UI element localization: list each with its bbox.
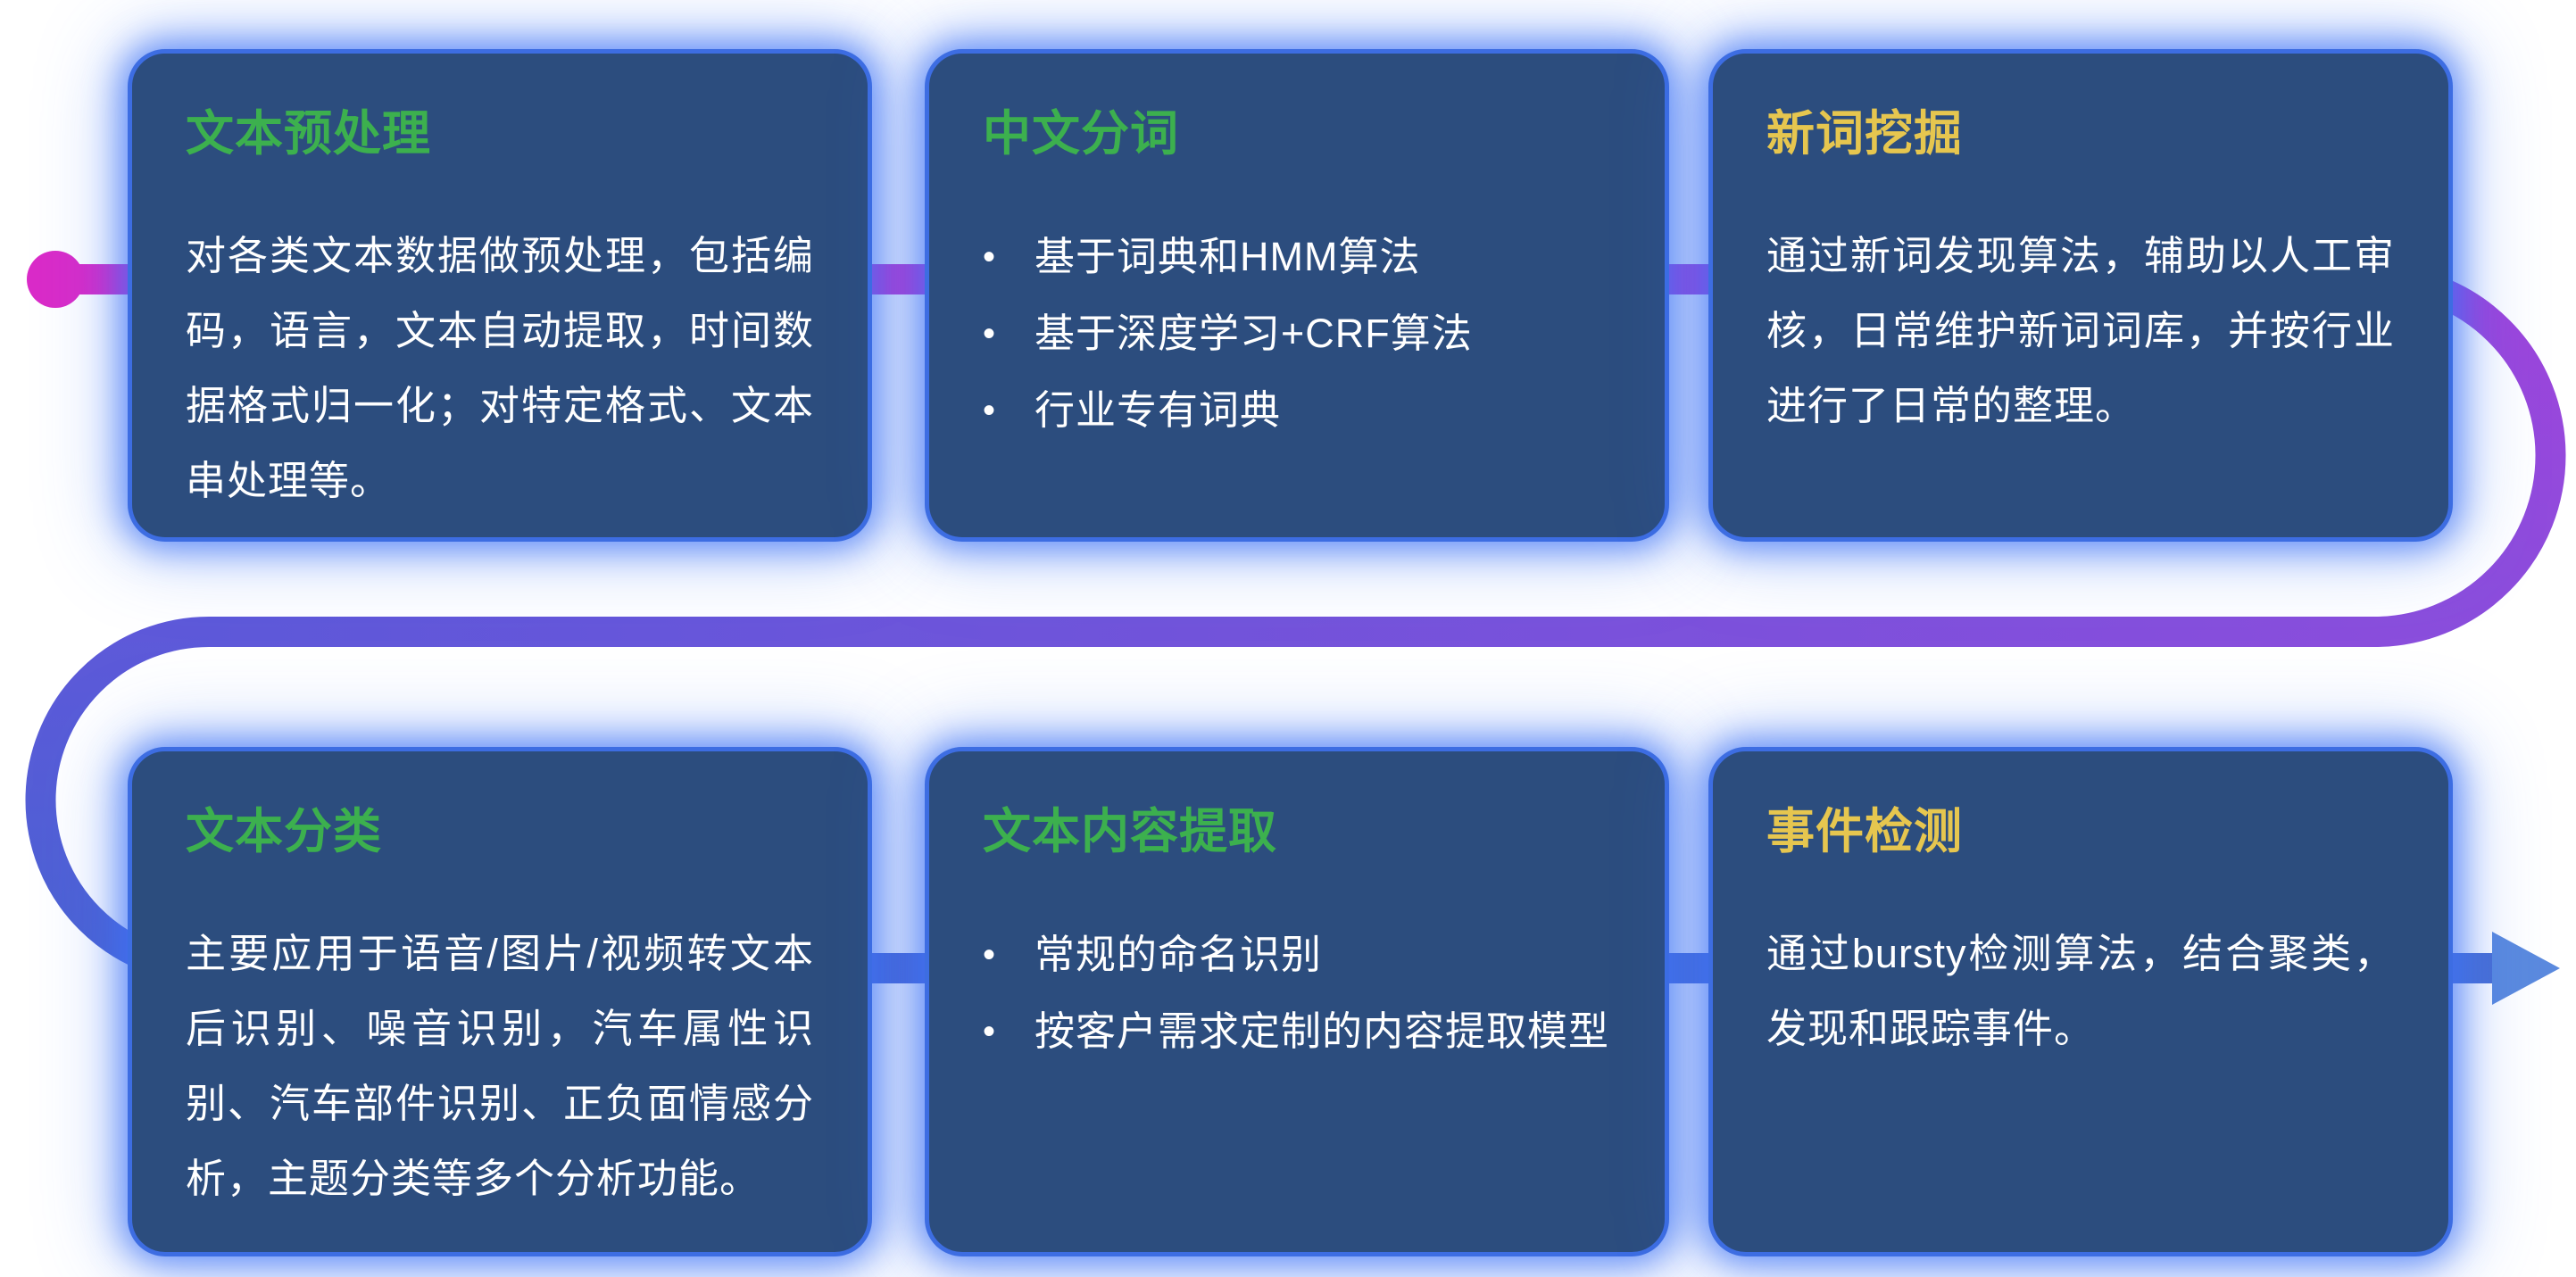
card-description: 通过bursty检测算法，结合聚类，发现和跟踪事件。: [1766, 931, 2395, 1051]
card-event-detection: 事件检测 通过bursty检测算法，结合聚类，发现和跟踪事件。: [1708, 747, 2453, 1256]
card-title: 文本分类: [186, 805, 382, 858]
list-item: • 基于词典和HMM算法: [983, 219, 1611, 295]
flow-arrowhead-icon: [2492, 932, 2560, 1005]
list-item-text: 常规的命名识别: [1035, 932, 1323, 977]
card-title: 中文分词: [983, 107, 1179, 161]
flow-curve-right: [2373, 264, 2566, 647]
flow-start-dot-icon: [27, 251, 84, 308]
card-text-content-extraction: 文本内容提取 • 常规的命名识别 • 按客户需求定制的内容提取模型: [925, 747, 1669, 1256]
list-item-text: 基于词典和HMM算法: [1035, 234, 1421, 279]
list-item-text: 基于深度学习+CRF算法: [1035, 311, 1473, 356]
card-description: 主要应用于语音/图片/视频转文本后识别、噪音识别，汽车属性识别、汽车部件识别、正…: [186, 931, 814, 1201]
card-text-classification: 文本分类 主要应用于语音/图片/视频转文本后识别、噪音识别，汽车属性识别、汽车部…: [128, 747, 872, 1256]
bullet-icon: •: [983, 935, 996, 974]
list-item: • 行业专有词典: [983, 372, 1611, 449]
card-title: 文本预处理: [186, 107, 431, 161]
card-description: 通过新词发现算法，辅助以人工审核，日常维护新词词库，并按行业进行了日常的整理。: [1766, 233, 2395, 428]
list-item-text: 按客户需求定制的内容提取模型: [1035, 1008, 1610, 1054]
feature-list: • 基于词典和HMM算法 • 基于深度学习+CRF算法 • 行业专有词典: [983, 219, 1611, 449]
list-item: • 常规的命名识别: [983, 916, 1611, 993]
list-item: • 基于深度学习+CRF算法: [983, 295, 1611, 372]
card-chinese-word-segmentation: 中文分词 • 基于词典和HMM算法 • 基于深度学习+CRF算法 • 行业专有词…: [925, 49, 1669, 542]
card-title: 新词挖掘: [1766, 107, 1963, 161]
card-text-preprocessing: 文本预处理 对各类文本数据做预处理，包括编码，语言，文本自动提取，时间数据格式归…: [128, 49, 872, 542]
feature-list: • 常规的命名识别 • 按客户需求定制的内容提取模型: [983, 916, 1611, 1070]
card-title: 事件检测: [1766, 805, 1963, 858]
card-description: 对各类文本数据做预处理，包括编码，语言，文本自动提取，时间数据格式归一化；对特定…: [186, 233, 814, 503]
bullet-icon: •: [983, 391, 996, 430]
bullet-icon: •: [983, 314, 996, 353]
bullet-icon: •: [983, 237, 996, 277]
card-new-word-mining: 新词挖掘 通过新词发现算法，辅助以人工审核，日常维护新词词库，并按行业进行了日常…: [1708, 49, 2453, 542]
list-item: • 按客户需求定制的内容提取模型: [983, 993, 1611, 1070]
card-title: 文本内容提取: [983, 805, 1277, 858]
bullet-icon: •: [983, 1012, 996, 1051]
list-item-text: 行业专有词典: [1035, 387, 1282, 433]
